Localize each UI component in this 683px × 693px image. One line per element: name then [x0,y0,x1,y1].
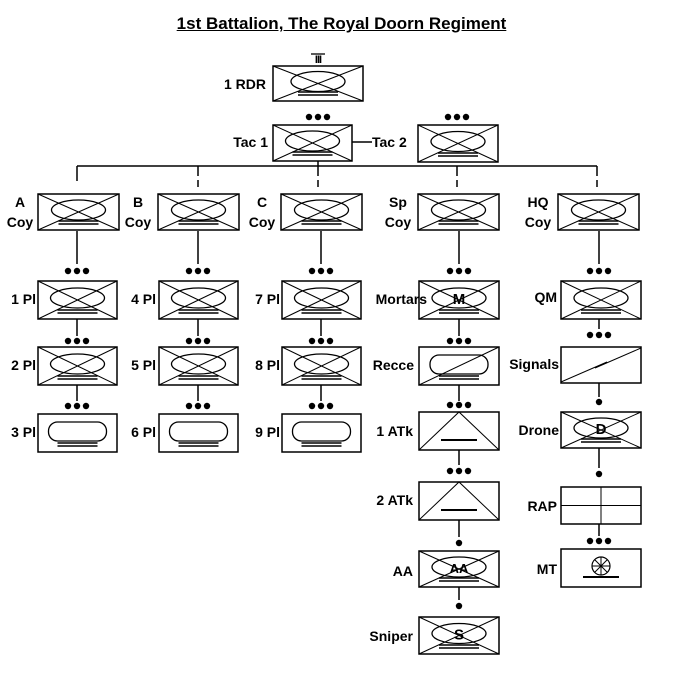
c-coy-label-line1: C [257,194,267,210]
p5-echelon-dots [185,337,211,345]
aa-symbol: AA [418,550,500,588]
drone-symbol-symbol: D [596,421,607,438]
p7-echelon-dots [308,267,334,275]
c-coy-symbol [280,193,363,231]
mortars-echelon-dots [446,267,472,275]
p9-symbol [281,413,362,453]
a-coy-symbol [37,193,120,231]
sniper-symbol-symbol: S [454,627,464,644]
qm-echelon-dots [586,267,612,275]
p6-echelon-dots [185,402,211,410]
p6-symbol [158,413,239,453]
p2-symbol [37,346,118,386]
sp-coy-label-line2: Coy [385,214,412,230]
qm-label: QM [534,289,557,305]
p5-symbol [158,346,239,386]
drone-echelon-dot [595,398,603,406]
diagram-title: 1st Battalion, The Royal Doorn Regiment [176,14,507,33]
b-coy-label-line2: Coy [125,214,152,230]
p6-label: 6 Pl [131,424,156,440]
hq-coy-symbol [557,193,640,231]
recce-echelon-dots [446,337,472,345]
sniper-echelon-dot [455,602,463,610]
atk2-symbol [418,481,500,521]
p7-label: 7 Pl [255,291,280,307]
mt-label: MT [537,561,558,577]
aa-symbol-symbol: AA [450,561,469,576]
a-coy-label-line2: Coy [7,214,34,230]
drone-label: Drone [519,422,560,438]
atk1-echelon-dots [446,401,472,409]
p4-label: 4 Pl [131,291,156,307]
tac2-label: Tac 2 [372,134,407,150]
qm-symbol [560,280,642,320]
p4-echelon-dots [185,267,211,275]
p9-echelon-dots [308,402,334,410]
atk2-echelon-dots [446,467,472,475]
p4-symbol [158,280,239,320]
mt-symbol [560,548,642,588]
aa-echelon-dot [455,539,463,547]
p1-symbol [37,280,118,320]
sniper-label: Sniper [369,628,413,644]
drone-symbol: D [560,411,642,449]
tac2-echelon-dots [444,113,470,121]
mortars-symbol-symbol: M [453,291,466,308]
p2-echelon-dots [64,337,90,345]
recce-symbol [418,346,500,386]
p8-label: 8 Pl [255,357,280,373]
c-coy-label-line2: Coy [249,214,276,230]
signals-echelon-dots [586,331,612,339]
recce-label: Recce [373,357,414,373]
sp-coy-label-line1: Sp [389,194,407,210]
battalion-hq-label: 1 RDR [224,76,266,92]
p3-symbol [37,413,118,453]
sniper-symbol: S [418,616,500,655]
p5-label: 5 Pl [131,357,156,373]
signals-symbol [560,346,642,384]
rap-label: RAP [527,498,557,514]
mt-echelon-dots [586,537,612,545]
battalion-hq-symbol [272,65,364,102]
p8-echelon-dots [308,337,334,345]
tac2-symbol [417,124,499,163]
rap-symbol [560,486,642,525]
atk1-symbol [418,411,500,451]
p7-symbol [281,280,362,320]
p3-echelon-dots [64,402,90,410]
echelon-battalion-mark: III [315,54,322,66]
p2-label: 2 Pl [11,357,36,373]
p1-echelon-dots [64,267,90,275]
b-coy-label-line1: B [133,194,143,210]
atk2-label: 2 ATk [376,492,413,508]
hq-coy-label-line2: Coy [525,214,552,230]
battalion-hq-echelon-dots [305,113,331,121]
hq-coy-label-line1: HQ [528,194,549,210]
p9-label: 9 Pl [255,424,280,440]
mortars-symbol: M [418,280,500,320]
p1-label: 1 Pl [11,291,36,307]
p8-symbol [281,346,362,386]
mortars-label: Mortars [376,291,428,307]
signals-label: Signals [509,356,559,372]
tac1-label: Tac 1 [233,134,268,150]
connector-lines [76,141,600,600]
a-coy-label-line1: A [15,194,25,210]
rap-echelon-dot [595,470,603,478]
b-coy-symbol [157,193,240,231]
sp-coy-symbol [417,193,500,231]
aa-label: AA [393,563,413,579]
atk1-label: 1 ATk [376,423,413,439]
p3-label: 3 Pl [11,424,36,440]
tac1-symbol [272,124,353,162]
